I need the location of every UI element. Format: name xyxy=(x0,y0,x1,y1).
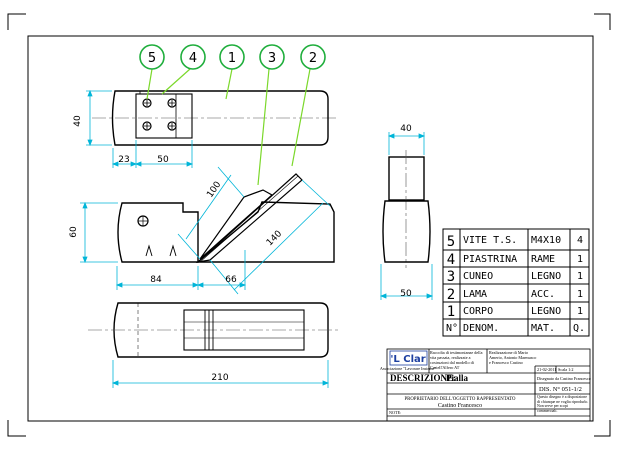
dim-overall-length: 210 xyxy=(211,373,228,383)
drawing-number: DIS. N° 051-1/2 xyxy=(539,386,582,393)
title-block-description-note: Raccolta di testimonianze della vita pas… xyxy=(430,350,483,370)
callout-label: 4 xyxy=(189,51,197,66)
callout-3 xyxy=(259,44,285,70)
bom-num: 4 xyxy=(447,252,455,268)
dim-end-top: 40 xyxy=(400,124,412,134)
corner-marks xyxy=(7,13,611,437)
bom-num: 3 xyxy=(447,269,455,285)
bottom-view-dimensions xyxy=(111,360,330,388)
callout-2 xyxy=(300,44,326,70)
top-view xyxy=(92,90,338,146)
callout-label: 3 xyxy=(268,51,276,66)
bom-qty: 1 xyxy=(577,271,583,282)
callout-leaders xyxy=(146,68,311,186)
end-view xyxy=(382,150,431,268)
dim-side-height: 60 xyxy=(69,226,79,238)
bom-row-5: 5 VITE T.S. M4X10 4 xyxy=(447,234,583,250)
bom-name: PIASTRINA xyxy=(463,254,517,265)
description-value: Pialla xyxy=(446,373,468,383)
callout-label: 5 xyxy=(148,51,156,66)
callout-circles xyxy=(139,44,326,70)
bom-name: LAMA xyxy=(463,289,487,300)
title-block-scale: Scala 1:2 xyxy=(558,367,573,372)
title-block-notes: Questo disegno è a disposizione di chiun… xyxy=(537,395,589,413)
bom-name: CORPO xyxy=(463,306,493,317)
bom-material: LEGNO xyxy=(531,271,561,282)
title-block-designer: Disegnato da Castino Francesco xyxy=(537,376,591,381)
bom-header-material: MAT. xyxy=(531,323,555,334)
title-block xyxy=(386,348,591,422)
bom-header-num: N° xyxy=(446,323,458,334)
bom-material: LEGNO xyxy=(531,306,561,317)
dim-top-left: 23 xyxy=(118,155,129,165)
callout-5 xyxy=(139,44,165,70)
screw-head xyxy=(167,98,177,108)
bom-material: ACC. xyxy=(531,289,555,300)
bom-num: 5 xyxy=(447,234,455,250)
logo: 'L Clar xyxy=(390,354,425,365)
mouth-opening xyxy=(183,309,305,351)
bom-row-3: 3 CUNEO LEGNO 1 xyxy=(447,269,583,285)
top-view-dimensions xyxy=(86,89,194,168)
description-label: DESCRIZIONE: xyxy=(390,373,456,383)
logo-subtitle: Associazione "Lavorare Insieme" xyxy=(380,366,436,371)
logo-box xyxy=(389,350,428,366)
title-block-authors: Realizzazione di Mario Amerio, Antonio M… xyxy=(489,350,537,365)
bom-num: 2 xyxy=(447,287,455,303)
copper-plate xyxy=(135,93,193,139)
bottom-view xyxy=(88,302,338,358)
dim-end-bottom: 50 xyxy=(400,289,412,299)
callout-label: 1 xyxy=(228,51,236,66)
title-block-date: 21-02-2011 xyxy=(537,367,556,372)
dim-side-length: 84 xyxy=(150,275,162,285)
owner-name: Castino Francesco xyxy=(438,403,482,409)
bom-qty: 1 xyxy=(577,289,583,300)
bom-num: 1 xyxy=(447,304,455,320)
end-view-dimensions xyxy=(379,132,434,300)
bom-qty: 1 xyxy=(577,306,583,317)
bom-name: CUNEO xyxy=(463,271,493,282)
callout-4 xyxy=(180,44,206,70)
bom-row-4: 4 PIASTRINA RAME 1 xyxy=(447,252,583,268)
bom-header-row: N° DENOM. MAT. Q. xyxy=(446,323,585,334)
screw-head xyxy=(142,121,152,131)
bom-qty: 4 xyxy=(577,235,583,246)
dim-top-height: 40 xyxy=(73,115,83,127)
bom-row-2: 2 LAMA ACC. 1 xyxy=(447,287,583,303)
note-label: NOTE: xyxy=(389,410,401,415)
bom-material: RAME xyxy=(531,254,555,265)
callout-label: 2 xyxy=(309,51,317,66)
bom-header-qty: Q. xyxy=(573,323,585,334)
callout-1 xyxy=(219,44,245,70)
bom-header-name: DENOM. xyxy=(463,323,499,334)
bom-material: M4X10 xyxy=(531,235,561,246)
dim-top-mid: 50 xyxy=(157,155,169,165)
screw-head xyxy=(167,121,177,131)
bom-qty: 1 xyxy=(577,254,583,265)
dim-side-mouth: 66 xyxy=(225,275,237,285)
side-view-dimensions xyxy=(80,166,331,295)
drawing-frame xyxy=(27,35,594,422)
bom-name: VITE T.S. xyxy=(463,235,517,246)
owner-label: PROPRIETARIO DELL'OGGETTO RAPPRESENTATO xyxy=(404,397,516,402)
bom-table xyxy=(442,228,590,337)
bom-row-1: 1 CORPO LEGNO 1 xyxy=(447,304,583,320)
